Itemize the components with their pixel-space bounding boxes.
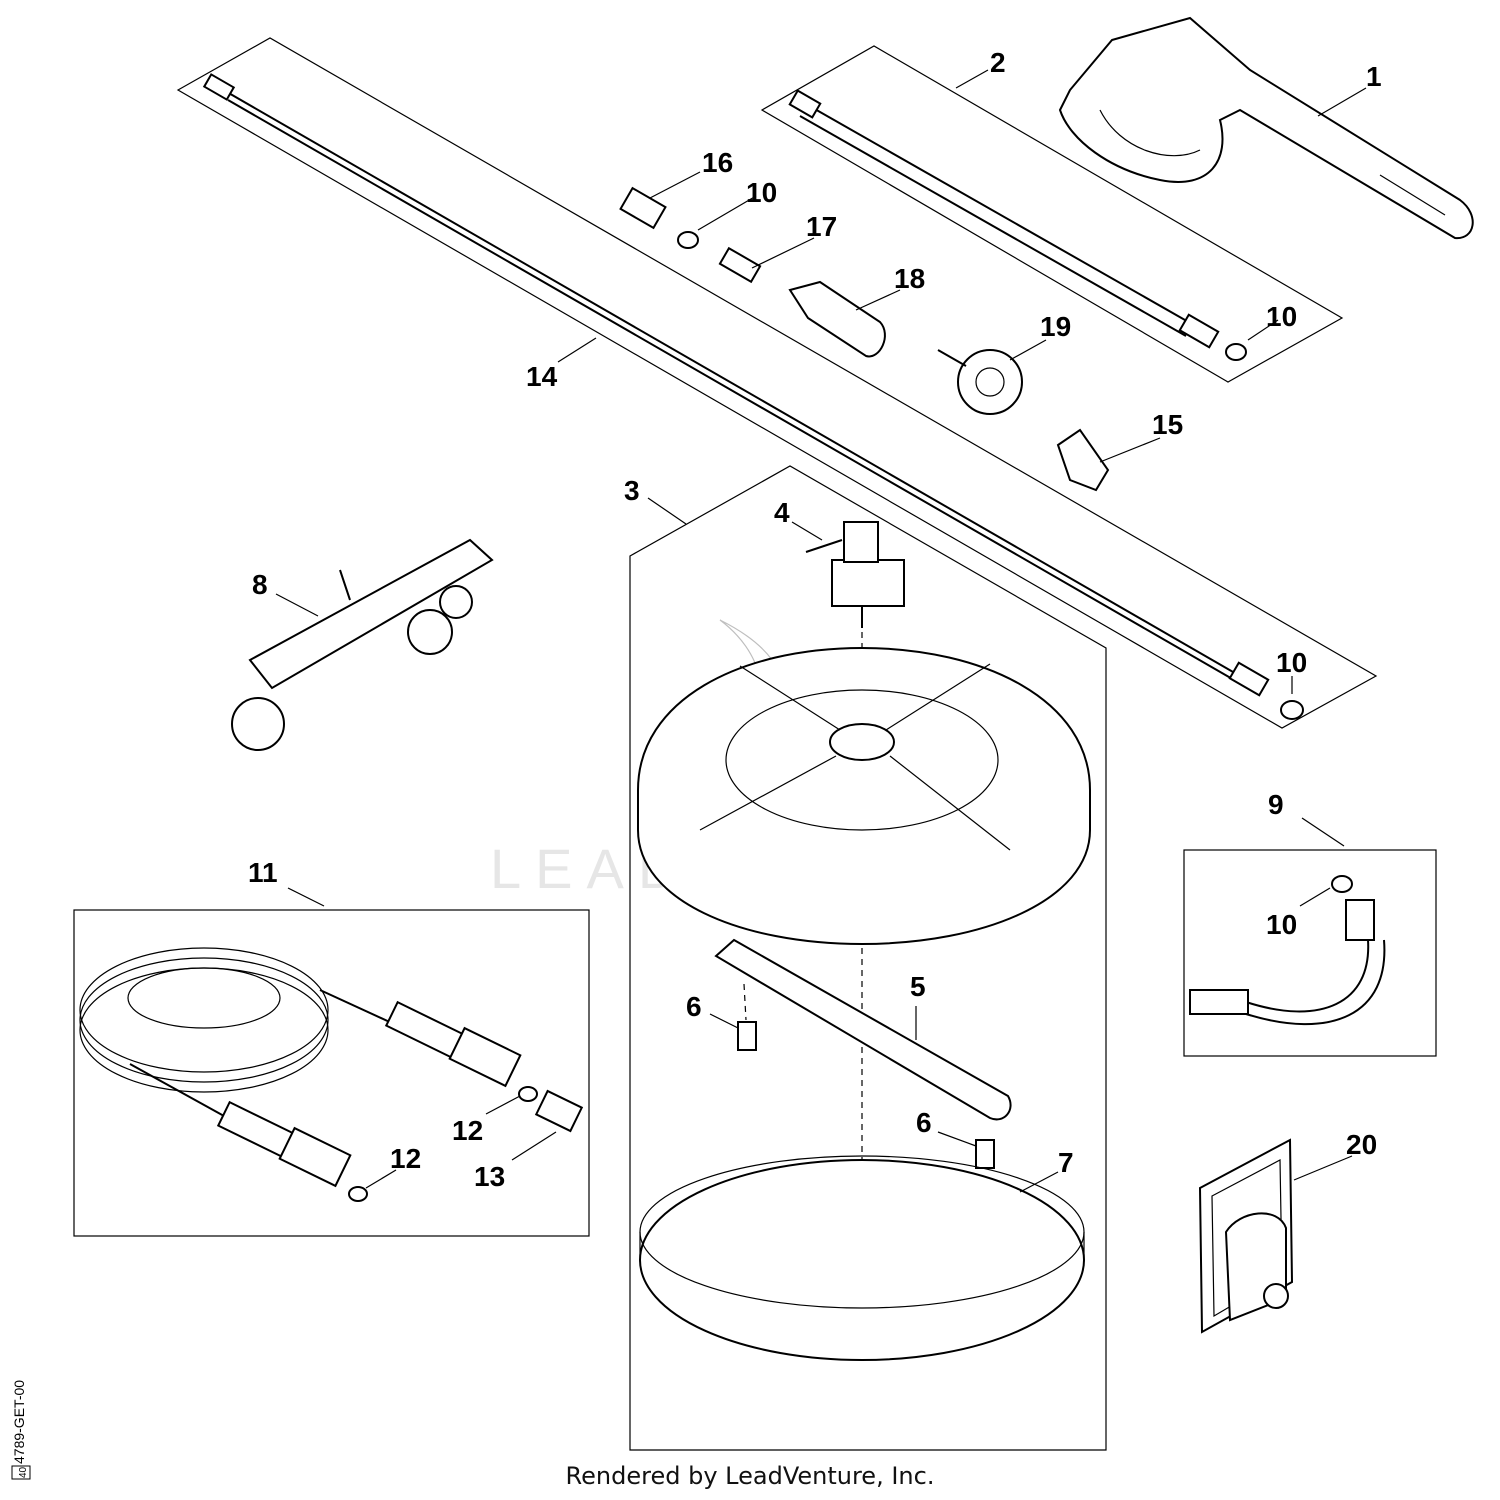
callout-1: 1 [1366, 61, 1382, 92]
callout-18: 18 [894, 263, 925, 294]
callout-17: 17 [806, 211, 837, 242]
callout-20: 20 [1346, 1129, 1377, 1160]
hose-coil [79, 947, 395, 1117]
callout-12a: 12 [452, 1115, 483, 1146]
nozzle-17 [718, 246, 762, 284]
callout-10a: 10 [746, 177, 777, 208]
callout-8: 8 [252, 569, 268, 600]
skirt-7 [639, 1155, 1085, 1361]
o-ring-10-extension [1331, 875, 1353, 893]
document-id: 4789-GET-0029 40 [11, 1380, 31, 1480]
callout-15: 15 [1152, 409, 1183, 440]
callout-5: 5 [910, 971, 926, 1002]
nozzle-16 [619, 186, 667, 230]
callout-10d: 10 [1266, 909, 1297, 940]
o-ring-10-lance [1225, 343, 1247, 361]
spray-bar-5 [714, 938, 1012, 1121]
lance-short-group-frame [760, 45, 1344, 383]
lance-group-frame [176, 37, 1378, 729]
callout-6b: 6 [916, 1107, 932, 1138]
coupler-15 [1056, 428, 1110, 492]
multi-nozzle-19 [937, 349, 1023, 415]
leader-lines [275, 69, 1367, 1193]
o-ring-12-upper [518, 1086, 538, 1102]
callout-3: 3 [624, 475, 640, 506]
callout-2: 2 [990, 47, 1006, 78]
cleaner-housing [637, 646, 1091, 946]
long-lance-14 [202, 73, 1270, 697]
o-ring-10-top [677, 231, 699, 249]
callout-13: 13 [474, 1161, 505, 1192]
callout-12b: 12 [390, 1143, 421, 1174]
callout-11: 11 [248, 857, 278, 888]
adapter-13 [534, 1089, 584, 1133]
nozzle-6-guide-left [743, 983, 747, 1021]
footer-credit: Rendered by LeadVenture, Inc. [565, 1462, 935, 1490]
spray-gun-1 [1058, 16, 1474, 240]
callout-6a: 6 [686, 991, 702, 1022]
hose-fitting-upper [384, 1000, 522, 1088]
hose-fitting-lower [216, 1100, 352, 1188]
turbo-nozzle-18 [788, 280, 886, 358]
o-ring-10-long [1280, 700, 1304, 720]
nozzle-6-right [975, 1139, 995, 1169]
o-ring-12-lower [348, 1186, 368, 1202]
short-lance-2 [788, 89, 1220, 349]
swivel-4 [805, 521, 905, 628]
callout-10b: 10 [1266, 301, 1297, 332]
packaged-kit-20 [1198, 1138, 1294, 1334]
document-code: 4789-GET-0029 [11, 1380, 27, 1464]
undercarriage-8 [231, 538, 494, 751]
callout-19: 19 [1040, 311, 1071, 342]
callout-14: 14 [526, 361, 558, 392]
hose-group-frame [73, 909, 590, 1237]
callout-9: 9 [1268, 789, 1284, 820]
callout-4: 4 [774, 497, 790, 528]
extension-hose-9 [1189, 899, 1386, 1026]
document-box: 40 [18, 1466, 29, 1478]
extension-group-frame [1183, 849, 1437, 1057]
callout-16: 16 [702, 147, 733, 178]
surface-cleaner-group-frame [629, 465, 1107, 1451]
callout-10c: 10 [1276, 647, 1307, 678]
nozzle-6-left [737, 1021, 757, 1051]
callout-7: 7 [1058, 1147, 1074, 1178]
